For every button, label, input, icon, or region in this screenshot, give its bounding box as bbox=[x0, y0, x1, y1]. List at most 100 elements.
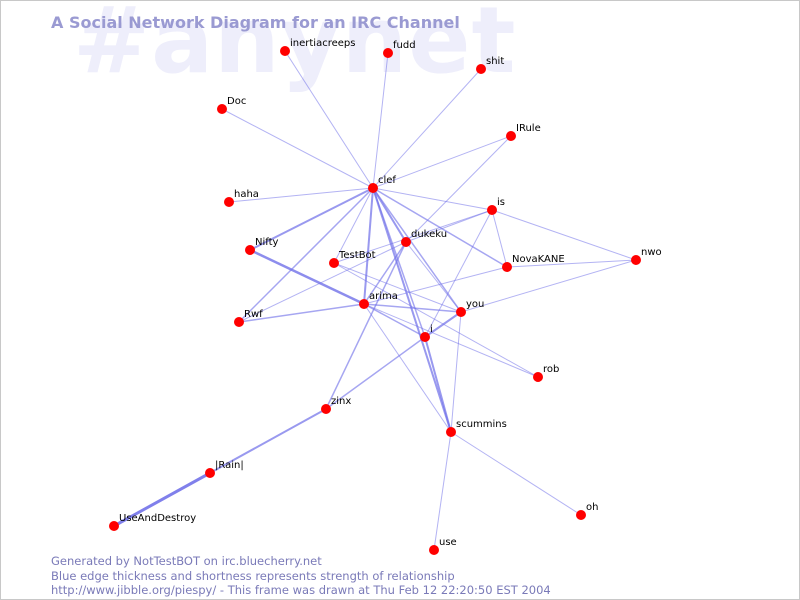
node-rob: rob bbox=[533, 364, 559, 382]
node-label: NovaKANE bbox=[512, 254, 565, 265]
node-doc: Doc bbox=[217, 96, 246, 114]
edge-is-testbot bbox=[333, 209, 493, 264]
node-useanddestroy: UseAndDestroy bbox=[109, 513, 196, 531]
edge-dukeku-zinx bbox=[325, 241, 407, 410]
edge-i-you bbox=[424, 311, 462, 338]
edge-dukeku-rwf bbox=[238, 241, 407, 323]
footer: Generated by NotTestBOT on irc.bluecherr… bbox=[51, 554, 551, 598]
node-dot bbox=[533, 372, 543, 382]
edge-is-i bbox=[424, 209, 493, 338]
node-label: nwo bbox=[641, 247, 662, 258]
node-label: is bbox=[497, 197, 505, 208]
edge-nwo-you bbox=[460, 259, 637, 313]
node-label: oh bbox=[586, 502, 598, 513]
node-irule: IRule bbox=[506, 123, 541, 141]
node-dot bbox=[245, 245, 255, 255]
node-label: rob bbox=[543, 364, 559, 375]
node-haha: haha bbox=[224, 189, 259, 207]
edge-you-scummins bbox=[450, 311, 462, 433]
node-shit: shit bbox=[476, 56, 504, 74]
node-nifty: Nifty bbox=[245, 237, 279, 255]
edge-dukeku-you bbox=[405, 241, 462, 313]
edge-arima-you bbox=[363, 303, 462, 313]
edge-arima-novakane bbox=[363, 266, 508, 305]
node-rwf: Rwf bbox=[234, 309, 263, 327]
node-dot bbox=[224, 197, 234, 207]
edge-clef-inertiacreeps bbox=[284, 50, 374, 189]
edge-arima-scummins bbox=[363, 303, 452, 433]
node-novakane: NovaKANE bbox=[502, 254, 565, 272]
edge-rain-useanddestroy bbox=[113, 471, 211, 528]
node-dot bbox=[217, 104, 227, 114]
node-label: you bbox=[466, 299, 484, 310]
node-label: dukeku bbox=[411, 229, 447, 240]
node-dot bbox=[487, 205, 497, 215]
node-label: fudd bbox=[393, 40, 416, 51]
edge-clef-is bbox=[372, 187, 493, 211]
node-inertiacreeps: inertiacreeps bbox=[280, 38, 355, 56]
node-dot bbox=[321, 404, 331, 414]
edge-clef-you bbox=[372, 187, 462, 313]
edges-layer bbox=[113, 50, 637, 551]
node-label: use bbox=[439, 537, 457, 548]
edge-arima-rwf bbox=[238, 303, 365, 323]
edge-i-scummins bbox=[424, 336, 452, 433]
node-testbot: TestBot bbox=[329, 250, 376, 268]
edge-nwo-novakane bbox=[506, 259, 637, 268]
node-dot bbox=[109, 521, 119, 531]
edge-irule-dukeku bbox=[405, 135, 512, 243]
edge-arima-i bbox=[363, 303, 426, 338]
node-use: use bbox=[429, 537, 457, 555]
node-dot bbox=[280, 46, 290, 56]
footer-generated-by: Generated by NotTestBOT on irc.bluecherr… bbox=[51, 554, 322, 568]
node-is: is bbox=[487, 197, 505, 215]
node-label: TestBot bbox=[338, 250, 376, 261]
node-label: UseAndDestroy bbox=[119, 513, 196, 524]
edge-testbot-rob bbox=[333, 262, 539, 378]
node-dot bbox=[506, 131, 516, 141]
node-label: arima bbox=[369, 291, 398, 302]
node-dot bbox=[420, 332, 430, 342]
node-fudd: fudd bbox=[383, 40, 416, 58]
edge-clef-haha bbox=[228, 187, 374, 203]
edge-clef-shit bbox=[372, 68, 482, 189]
node-label: clef bbox=[378, 175, 396, 186]
channel-watermark: #anynet bbox=[73, 0, 517, 94]
node-label: zinx bbox=[331, 396, 351, 407]
edge-dukeku-arima bbox=[363, 241, 407, 305]
edge-arima-rob bbox=[363, 303, 539, 378]
node-dot bbox=[329, 258, 339, 268]
edge-is-novakane bbox=[491, 209, 508, 268]
node-clef: clef bbox=[368, 175, 396, 193]
node-dot bbox=[456, 307, 466, 317]
node-dot bbox=[429, 545, 439, 555]
node-scummins: scummins bbox=[446, 419, 507, 437]
footer-legend-note: Blue edge thickness and shortness repres… bbox=[51, 568, 455, 583]
node-dot bbox=[368, 183, 378, 193]
node-dot bbox=[446, 427, 456, 437]
edge-zinx-rain bbox=[209, 408, 327, 474]
node-label: haha bbox=[234, 189, 259, 200]
node-rain: |Rain| bbox=[205, 460, 244, 478]
node-dot bbox=[502, 262, 512, 272]
edge-clef-rwf bbox=[238, 187, 374, 323]
edge-i-zinx bbox=[325, 336, 426, 410]
edge-clef-arima bbox=[363, 187, 374, 305]
node-label: scummins bbox=[456, 419, 507, 430]
node-dot bbox=[476, 64, 486, 74]
node-label: shit bbox=[486, 56, 504, 67]
edge-nifty-arima bbox=[249, 248, 365, 306]
edge-scummins-oh bbox=[450, 431, 582, 516]
node-label: i bbox=[430, 324, 433, 335]
node-dukeku: dukeku bbox=[401, 229, 447, 247]
edge-clef-nifty bbox=[249, 187, 374, 251]
node-dot bbox=[576, 510, 586, 520]
diagram-title: A Social Network Diagram for an IRC Chan… bbox=[51, 13, 460, 32]
node-dot bbox=[234, 317, 244, 327]
footer-timestamp: http://www.jibble.org/piespy/ - This fra… bbox=[51, 583, 551, 597]
node-label: Nifty bbox=[255, 237, 279, 248]
edge-clef-irule bbox=[372, 135, 512, 189]
